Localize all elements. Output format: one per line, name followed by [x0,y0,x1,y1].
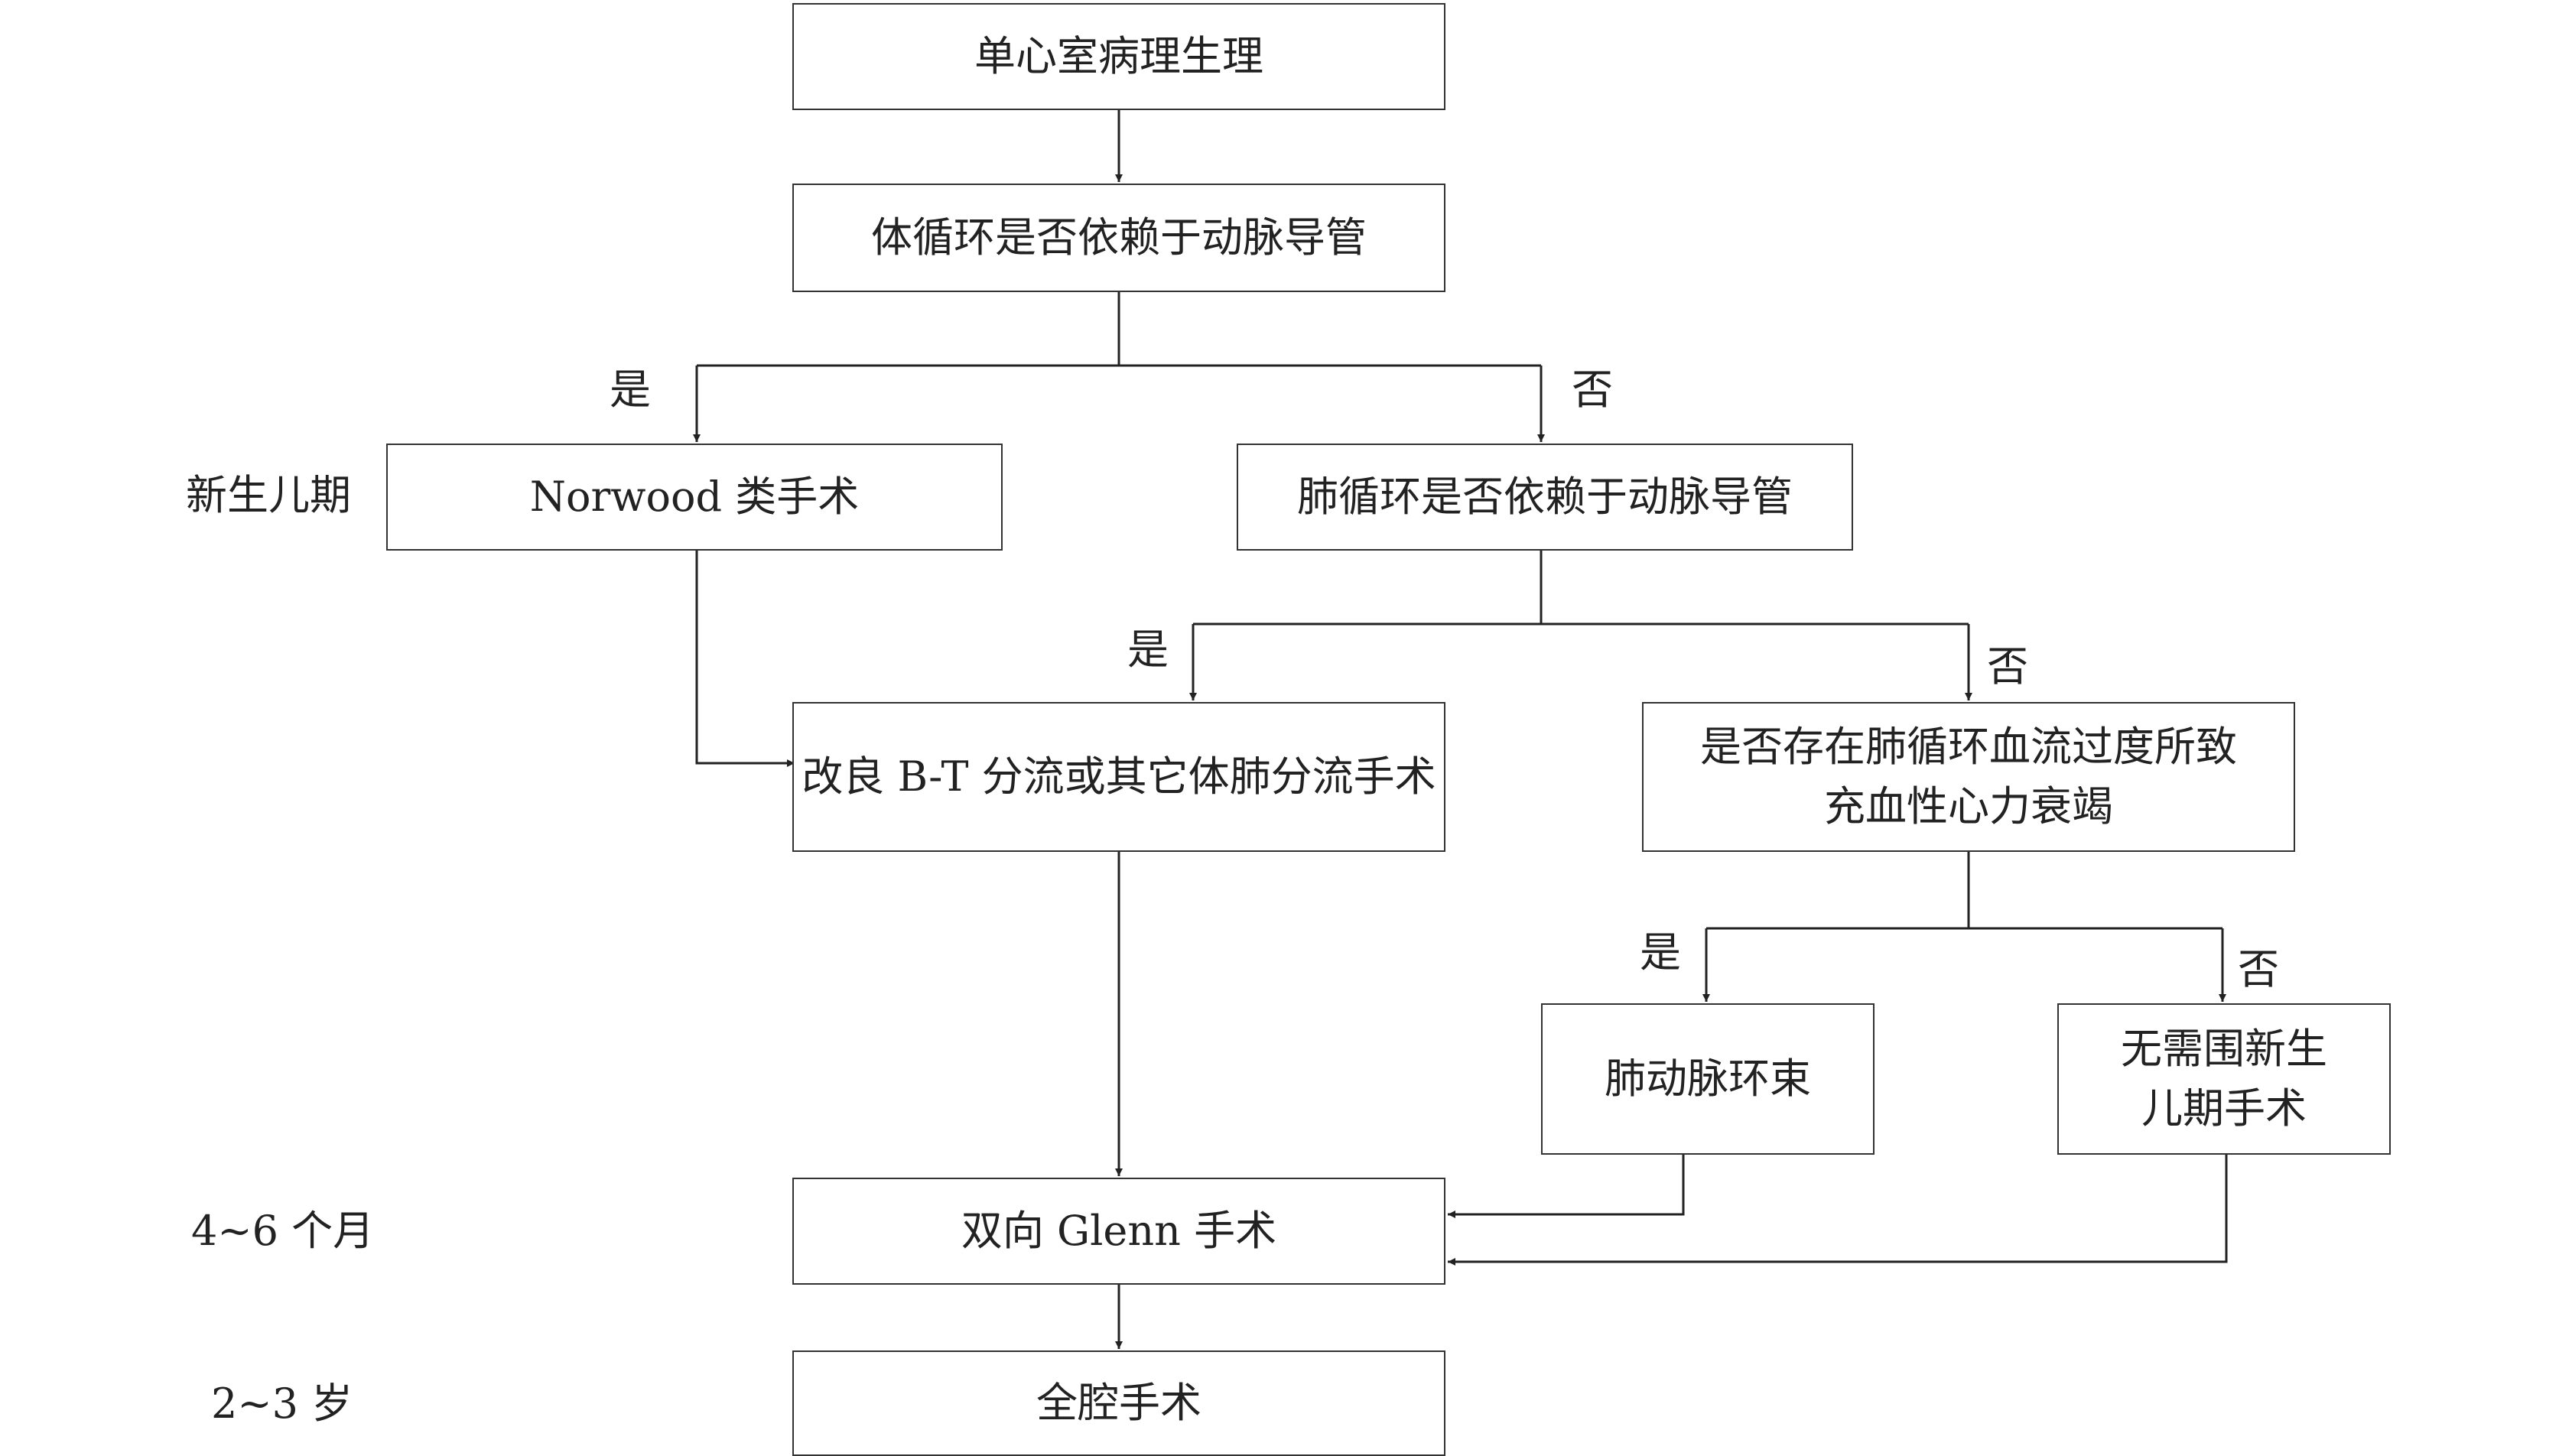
stage-neonatal: 新生儿期 [186,471,351,519]
node-systemic-duct-dependency: 体循环是否依赖于动脉导管 [792,184,1445,292]
node-single-ventricle: 单心室病理生理 [792,3,1445,110]
label-no-systemic: 否 [1572,366,1613,414]
node-single-ventricle-text: 单心室病理生理 [974,32,1263,80]
label-no-pulmonary: 否 [1987,642,2028,691]
edge-n3-n5 [695,551,795,767]
label-yes-heart-failure: 是 [1640,928,1681,977]
edge-n8-n9 [1448,1155,2228,1266]
node-heart-failure-question-line2: 充血性心力衰竭 [1824,782,2113,830]
node-pulmonary-duct-dependency-text: 肺循环是否依赖于动脉导管 [1297,473,1793,521]
node-bt-shunt-text: 改良 B-T 分流或其它体肺分流手术 [802,752,1436,801]
node-no-neonatal-surgery-line1: 无需围新生 [2121,1025,2327,1073]
node-pulmonary-duct-dependency: 肺循环是否依赖于动脉导管 [1237,444,1853,551]
node-glenn: 双向 Glenn 手术 [792,1178,1445,1285]
stage-2-3-years: 2~3 岁 [211,1380,353,1428]
node-systemic-duct-dependency-text: 体循环是否依赖于动脉导管 [871,213,1367,262]
node-bt-shunt: 改良 B-T 分流或其它体肺分流手术 [792,702,1445,852]
node-heart-failure-question: 是否存在肺循环血流过度所致 充血性心力衰竭 [1642,702,2295,852]
node-no-neonatal-surgery-line2: 儿期手术 [2141,1084,2307,1133]
edge-n7-n9 [1448,1155,1685,1218]
label-yes-systemic: 是 [610,366,651,414]
node-pa-banding-text: 肺动脉环束 [1605,1055,1811,1103]
node-heart-failure-question-line1: 是否存在肺循环血流过度所致 [1700,723,2237,771]
node-pa-banding: 肺动脉环束 [1541,1003,1875,1155]
node-glenn-text: 双向 Glenn 手术 [961,1207,1277,1255]
node-fontan-text: 全腔手术 [1036,1379,1201,1427]
node-no-neonatal-surgery: 无需围新生 儿期手术 [2057,1003,2391,1155]
stage-4-6-months: 4~6 个月 [191,1207,375,1255]
label-yes-pulmonary: 是 [1127,626,1169,674]
node-norwood-text: Norwood 类手术 [529,473,860,521]
node-norwood: Norwood 类手术 [386,444,1003,551]
node-fontan: 全腔手术 [792,1350,1445,1456]
label-no-heart-failure: 否 [2238,945,2279,993]
